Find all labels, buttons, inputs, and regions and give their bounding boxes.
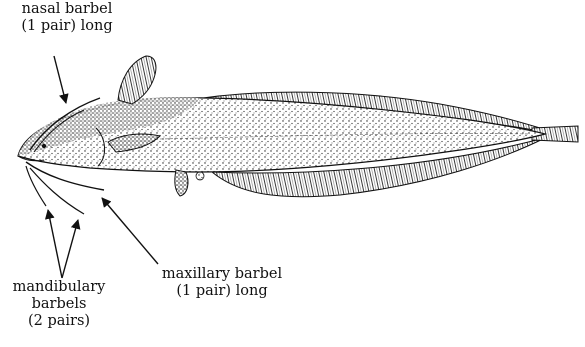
dorsal-small-fin bbox=[118, 56, 156, 104]
maxillary-label-line2: (1 pair) long bbox=[154, 283, 290, 300]
mandibulary-barbel-2 bbox=[30, 168, 84, 214]
mandibulary-arrow-left bbox=[48, 210, 62, 278]
nasal-barbel-label: nasal barbel (1 pair) long bbox=[8, 1, 126, 35]
nasal-barbel-label-line2: (1 pair) long bbox=[8, 18, 126, 35]
nasal-arrow bbox=[54, 56, 66, 103]
nasal-barbel-label-line1: nasal barbel bbox=[8, 1, 126, 18]
maxillary-label-line1: maxillary barbel bbox=[154, 266, 290, 283]
maxillary-barbel-label: maxillary barbel (1 pair) long bbox=[154, 266, 290, 300]
eye bbox=[42, 144, 46, 148]
mandibulary-arrow-right bbox=[62, 220, 78, 278]
mandibulary-label-line2: barbels bbox=[0, 296, 118, 313]
maxillary-arrow bbox=[102, 198, 158, 264]
mandibulary-label-line1: mandibulary bbox=[0, 279, 118, 296]
pelvic-fin bbox=[175, 170, 188, 196]
mandibulary-label-line3: (2 pairs) bbox=[0, 313, 118, 330]
mandibulary-barbels-label: mandibulary barbels (2 pairs) bbox=[0, 279, 118, 330]
